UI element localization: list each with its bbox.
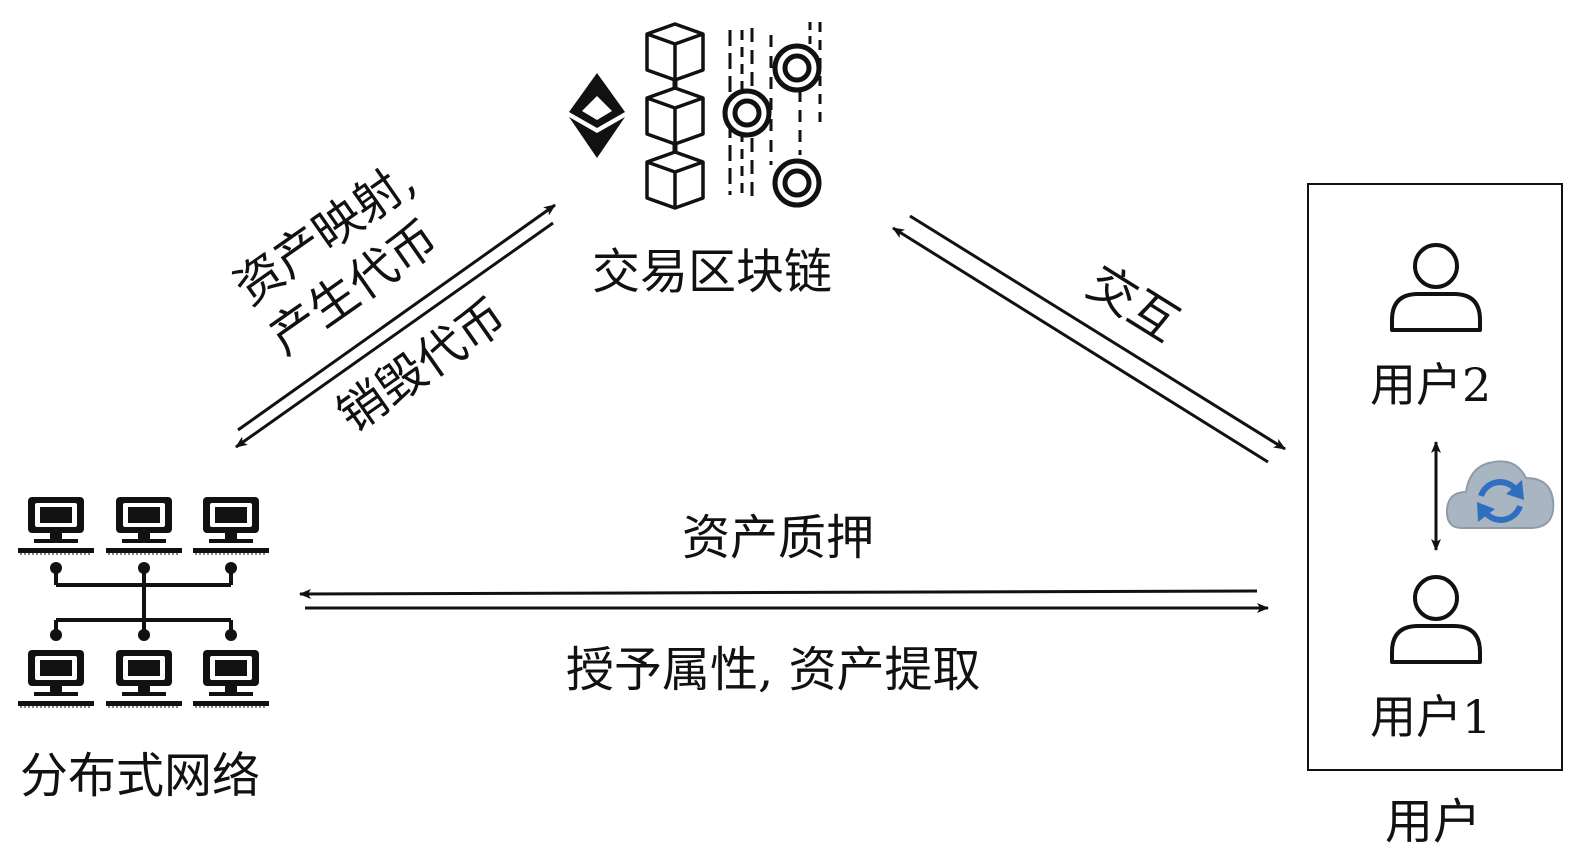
computer-icon [192, 649, 270, 708]
cloud-sync-icon [1445, 460, 1555, 529]
users-label: 用户 [1385, 794, 1482, 850]
computer-icon [192, 496, 270, 555]
blockchain-cubes-icon [645, 22, 705, 210]
node-rings-icon [722, 22, 822, 208]
network-label: 分布式网络 [20, 748, 261, 804]
users-container [1307, 183, 1563, 771]
user2-label: 用户2 [1370, 358, 1492, 412]
arrow-users-to-chain [892, 226, 1269, 464]
edge-label-network-to-users: 授予属性, 资产提取 [566, 642, 981, 698]
arrow-chain-to-users [909, 214, 1286, 451]
user1-label: 用户1 [1370, 690, 1492, 744]
arrow-network-to-chain [237, 203, 556, 432]
network-bus [50, 562, 237, 641]
computer-icon [17, 496, 95, 555]
edge-label-users-to-network: 资产质押 [682, 510, 875, 566]
ethereum-icon [569, 73, 625, 158]
computer-icon [105, 649, 183, 708]
arrow-chain-to-network [235, 221, 554, 449]
blockchain-label: 交易区块链 [592, 244, 833, 300]
computer-icon [105, 496, 183, 555]
arrow-users-to-network [299, 588, 1258, 599]
computer-icon [17, 649, 95, 708]
